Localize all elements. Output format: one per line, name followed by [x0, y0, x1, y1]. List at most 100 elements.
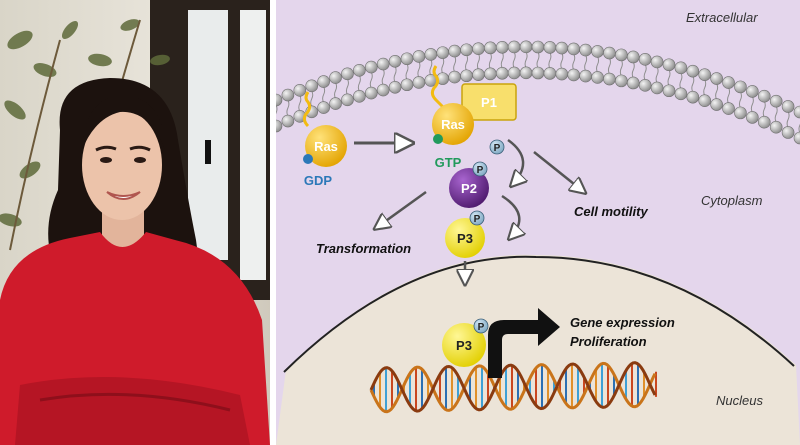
dna-backbone — [369, 361, 657, 414]
lipid-head — [555, 41, 569, 55]
lipid-head — [507, 40, 521, 54]
lipid-head — [424, 48, 438, 61]
lipid-head — [341, 67, 354, 81]
lipid-head — [757, 115, 771, 129]
lipid-head — [603, 72, 616, 86]
lipid-head — [674, 61, 688, 75]
phosphate-p2 — [472, 161, 488, 177]
lipid-head — [436, 46, 450, 59]
lipid-head — [781, 126, 795, 139]
label-transformation: Transformation — [316, 241, 411, 256]
transcription-arrow — [488, 308, 560, 378]
ras-inactive-label: Ras — [314, 139, 338, 154]
portrait-photo — [0, 0, 270, 445]
ras-signaling-diagram: Extracellular Cytoplasm Nucleus Ras GDP … — [276, 0, 800, 445]
phosphate-label: P — [478, 322, 485, 333]
lipid-head — [591, 45, 604, 58]
lipid-head — [686, 90, 700, 104]
lipid-head — [746, 111, 759, 124]
p2-label: P2 — [461, 181, 477, 196]
lipid-head — [388, 54, 402, 68]
lipid-head — [531, 66, 545, 80]
lipid-head — [626, 76, 640, 90]
lipid-head — [305, 79, 319, 93]
lipid-head — [317, 101, 330, 114]
lipid-head — [388, 80, 402, 94]
lipid-head — [276, 93, 283, 107]
lipid-head — [615, 48, 628, 62]
lipid-head — [276, 119, 283, 133]
eye — [134, 157, 146, 163]
lipid-head — [281, 88, 295, 102]
p1-box — [461, 83, 517, 121]
lipid-head — [519, 66, 533, 80]
phosphorylation-arrow — [507, 138, 523, 185]
lipid-head — [793, 131, 800, 145]
lipid-head — [650, 55, 664, 69]
lipid-head — [567, 68, 581, 82]
lipid-head — [579, 69, 592, 83]
p3-cytoplasm-label: P3 — [457, 231, 473, 246]
lipid-head — [484, 67, 497, 81]
label-proliferation: Proliferation — [570, 334, 647, 349]
lipid-head — [769, 120, 783, 134]
lipid-head — [567, 42, 581, 56]
gdp-dot — [303, 154, 313, 164]
lipid-head — [495, 66, 509, 80]
crossed-arms — [15, 377, 250, 445]
lipid-head — [507, 66, 521, 80]
lipid-head — [698, 68, 712, 82]
lipid-head — [722, 76, 735, 89]
lipid-head — [793, 105, 800, 119]
lipid-head — [317, 75, 330, 88]
p2 — [449, 168, 489, 208]
lipid-head — [472, 42, 485, 55]
face — [82, 110, 162, 220]
p3-nucleus — [442, 323, 486, 367]
lipid-head — [484, 41, 497, 55]
lipid-head — [472, 68, 485, 81]
lipid-head — [579, 43, 592, 57]
phosphate-label: P — [477, 165, 484, 176]
door-handle — [205, 140, 211, 164]
lipid-head — [400, 52, 414, 66]
cell-membrane — [276, 40, 800, 145]
lipid-head — [495, 40, 509, 54]
lipid-head — [781, 100, 795, 113]
lipid-head — [698, 94, 712, 108]
phosphate-ras — [489, 139, 505, 155]
label-cell-motility: Cell motility — [574, 204, 648, 219]
lipid-head — [341, 93, 354, 107]
arrow-to-cell-motility — [533, 151, 584, 192]
lipid-head — [400, 78, 414, 92]
lipid-head — [329, 71, 342, 84]
lipid-head — [603, 46, 616, 60]
lipid-head — [293, 84, 307, 97]
ras-lipid-anchor — [430, 65, 448, 112]
lipid-head — [460, 69, 473, 83]
lipid-head — [376, 57, 390, 71]
lipid-head — [722, 102, 735, 115]
lipid-head — [329, 97, 342, 110]
label-cytoplasm: Cytoplasm — [701, 193, 763, 208]
eye — [100, 157, 112, 163]
lipid-head — [364, 60, 378, 74]
label-gene-expression: Gene expression — [570, 315, 675, 330]
lipid-head — [710, 98, 723, 111]
lipid-head — [353, 90, 366, 103]
lipid-head — [591, 71, 604, 84]
label-extracellular: Extracellular — [686, 10, 758, 25]
lipid-head — [662, 84, 676, 98]
lipid-head — [734, 106, 747, 120]
p3-nucleus-label: P3 — [456, 338, 472, 353]
lipid-head — [615, 74, 628, 88]
lipid-head — [519, 40, 533, 54]
label-nucleus: Nucleus — [716, 393, 763, 408]
eyebrow — [129, 145, 151, 152]
lipid-head — [555, 67, 569, 81]
window-pane — [188, 10, 228, 260]
gtp-dot — [433, 134, 443, 144]
lipid-head — [638, 79, 652, 92]
lipid-head — [448, 44, 461, 58]
